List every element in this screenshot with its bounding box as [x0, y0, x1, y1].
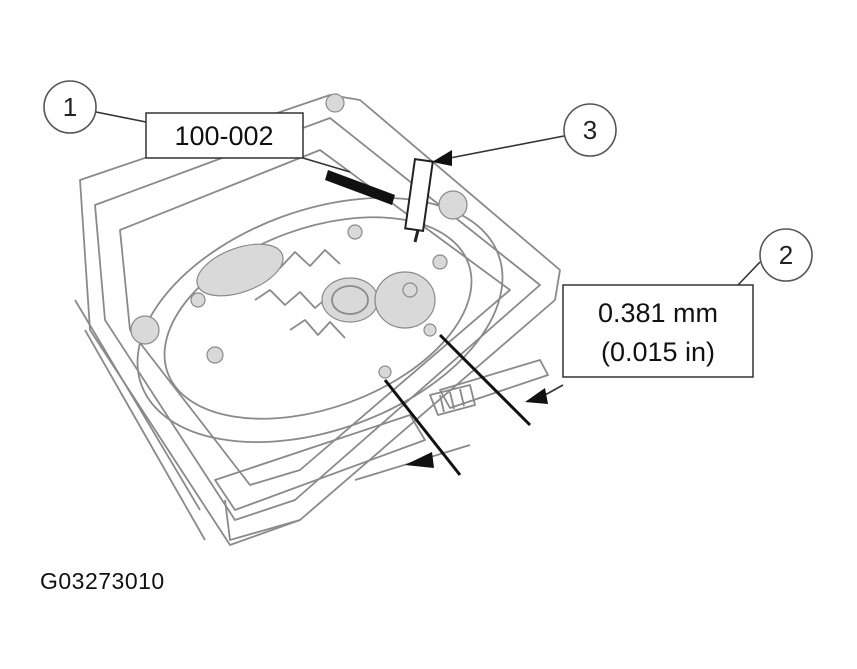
callout-2-circle [759, 228, 813, 282]
callout-1-circle [43, 80, 97, 134]
callout-1-leader [95, 111, 147, 123]
callout-2-pointer [544, 384, 564, 396]
figure-id-label: G03273010 [40, 568, 165, 594]
callout-2-number: 2 [779, 240, 793, 270]
callout-3-number: 3 [583, 115, 597, 145]
feeler-gauge-lines [383, 333, 532, 476]
callout-2-arrowhead-upper [525, 388, 548, 404]
callout-3-circle [563, 103, 617, 157]
callout-3: 3 [432, 103, 617, 166]
tool-100-002-drawing [325, 157, 434, 243]
callout-1-pointer [302, 157, 351, 173]
differential-housing-drawing [74, 93, 561, 546]
callout-3-arrowhead [432, 150, 452, 166]
callout-2-label-box [562, 284, 754, 378]
callout-2-label-line1: 0.381 mm [598, 298, 718, 328]
callout-2-leader [737, 261, 761, 286]
callout-1-number: 1 [63, 92, 77, 122]
callout-3-leader [449, 135, 565, 159]
callout-2: 2 0.381 mm (0.015 in) [405, 228, 813, 468]
callout-1-label-box [145, 112, 304, 159]
callout-2-arrowhead-lower [405, 452, 434, 468]
callout-1: 1 100-002 [43, 80, 351, 173]
callout-2-label-line2: (0.015 in) [601, 337, 715, 367]
callout-1-label: 100-002 [174, 121, 273, 151]
